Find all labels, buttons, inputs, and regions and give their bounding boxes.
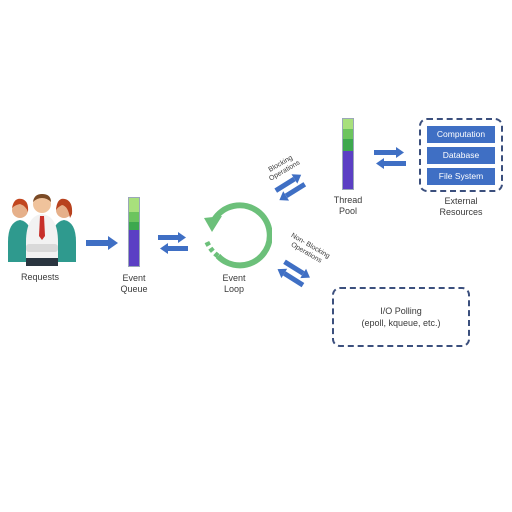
database-box: Database [427,147,495,164]
arrows-blocking [274,174,307,201]
io-polling-subtitle: (epoll, kqueue, etc.) [361,318,441,328]
event-queue-label-line2: Queue [120,284,148,294]
event-loop-icon [203,202,272,269]
arrows-non-blocking [277,259,310,288]
arrow-requests-to-queue [86,236,118,250]
thread-pool-bar [342,118,354,190]
requests-label: Requests [20,272,60,282]
computation-box: Computation [427,126,495,143]
event-queue-bar [128,197,140,267]
io-polling-title: I/O Polling [380,306,422,316]
requests-people-icon [8,194,76,266]
external-resources-box [419,118,503,192]
thread-pool-label-line2: Pool [338,206,357,216]
io-polling-box [332,287,470,347]
external-resources-label-line1: External [444,196,478,206]
external-resources-label-line2: Resources [439,207,483,217]
arrows-queue-loop [158,232,188,254]
thread-pool-label-line1: Thread [333,195,363,205]
event-loop-label-line2: Loop [223,284,245,294]
event-queue-label-line1: Event [122,273,146,283]
arrows-threadpool-external [374,147,406,169]
event-loop-label-line1: Event [222,273,246,283]
file-system-box: File System [427,168,495,185]
